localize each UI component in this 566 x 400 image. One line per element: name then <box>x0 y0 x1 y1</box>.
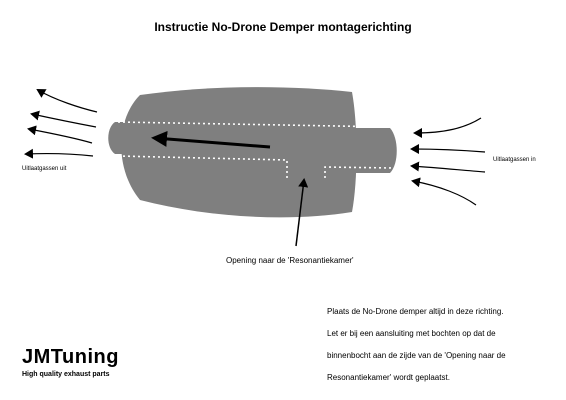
outlet-flow-arrows <box>24 88 98 159</box>
inlet-label: Uitlaatgassen in <box>493 157 536 163</box>
instruction-line: Plaats de No-Drone demper altijd in deze… <box>327 307 504 316</box>
opening-label: Opening naar de 'Resonantiekamer' <box>226 256 354 265</box>
brand-name: JMTuning <box>22 346 119 368</box>
inlet-flow-arrows <box>410 117 486 206</box>
muffler-body <box>121 87 357 218</box>
inlet-pipe <box>340 128 397 173</box>
internal-flow-arrow <box>151 130 271 149</box>
instructions-text: Plaats de No-Drone demper altijd in deze… <box>327 301 562 389</box>
opening-pointer-arrow <box>295 178 309 247</box>
instruction-line: binnenbocht aan de zijde van de 'Opening… <box>327 351 506 360</box>
instruction-line: Let er bij een aansluiting met bochten o… <box>327 329 496 338</box>
brand-tagline: High quality exhaust parts <box>22 371 110 378</box>
brand-logo: JMTuning High quality exhaust parts <box>22 347 119 378</box>
inner-tube-outline <box>117 121 393 178</box>
instruction-line: Resonantiekamer' wordt geplaatst. <box>327 373 450 382</box>
diagram-title: Instructie No-Drone Demper montagerichti… <box>154 20 412 34</box>
outlet-pipe <box>108 122 150 154</box>
outlet-label: Uitlaatgassen uit <box>22 166 67 172</box>
